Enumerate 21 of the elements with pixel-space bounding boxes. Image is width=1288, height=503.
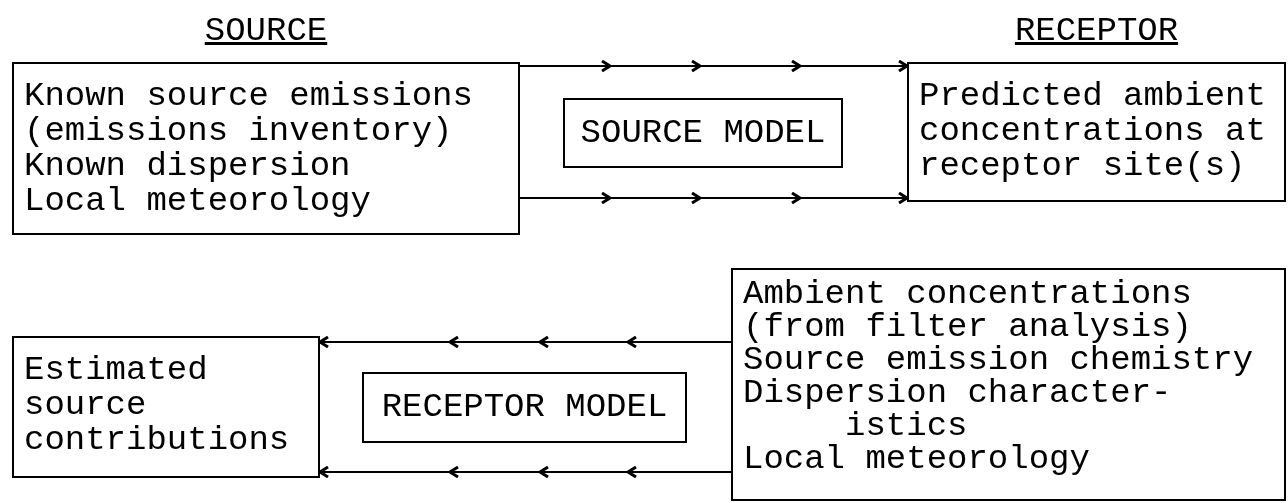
- text-line: Known dispersion: [24, 149, 352, 184]
- text-line: Known source emissions (emissions inventory): [24, 79, 474, 149]
- arrow: [519, 192, 908, 204]
- model-box: [362, 372, 687, 443]
- arrow: [319, 336, 732, 348]
- arrow: [519, 60, 908, 72]
- model-label: RECEPTOR MODEL: [381, 390, 668, 425]
- text-line: Local meteorology: [743, 443, 1091, 476]
- text-line: Predicted ambient concentrations at receptor site(s): [919, 79, 1267, 184]
- model-box: [563, 98, 843, 168]
- text-box: [731, 268, 1286, 501]
- text-line: Source emission chemistry: [743, 344, 1255, 377]
- text-line: Estimated source contributions: [24, 353, 291, 458]
- text-line: Dispersion character- istics: [743, 377, 1172, 443]
- text-box: [12, 336, 320, 478]
- heading: SOURCE: [204, 12, 328, 50]
- model-label: SOURCE MODEL: [580, 115, 826, 151]
- text-line: Local meteorology: [24, 184, 372, 219]
- text-line: Ambient concentrations (from filter analysis): [743, 278, 1192, 344]
- heading: RECEPTOR: [1014, 12, 1179, 50]
- arrow: [319, 466, 732, 478]
